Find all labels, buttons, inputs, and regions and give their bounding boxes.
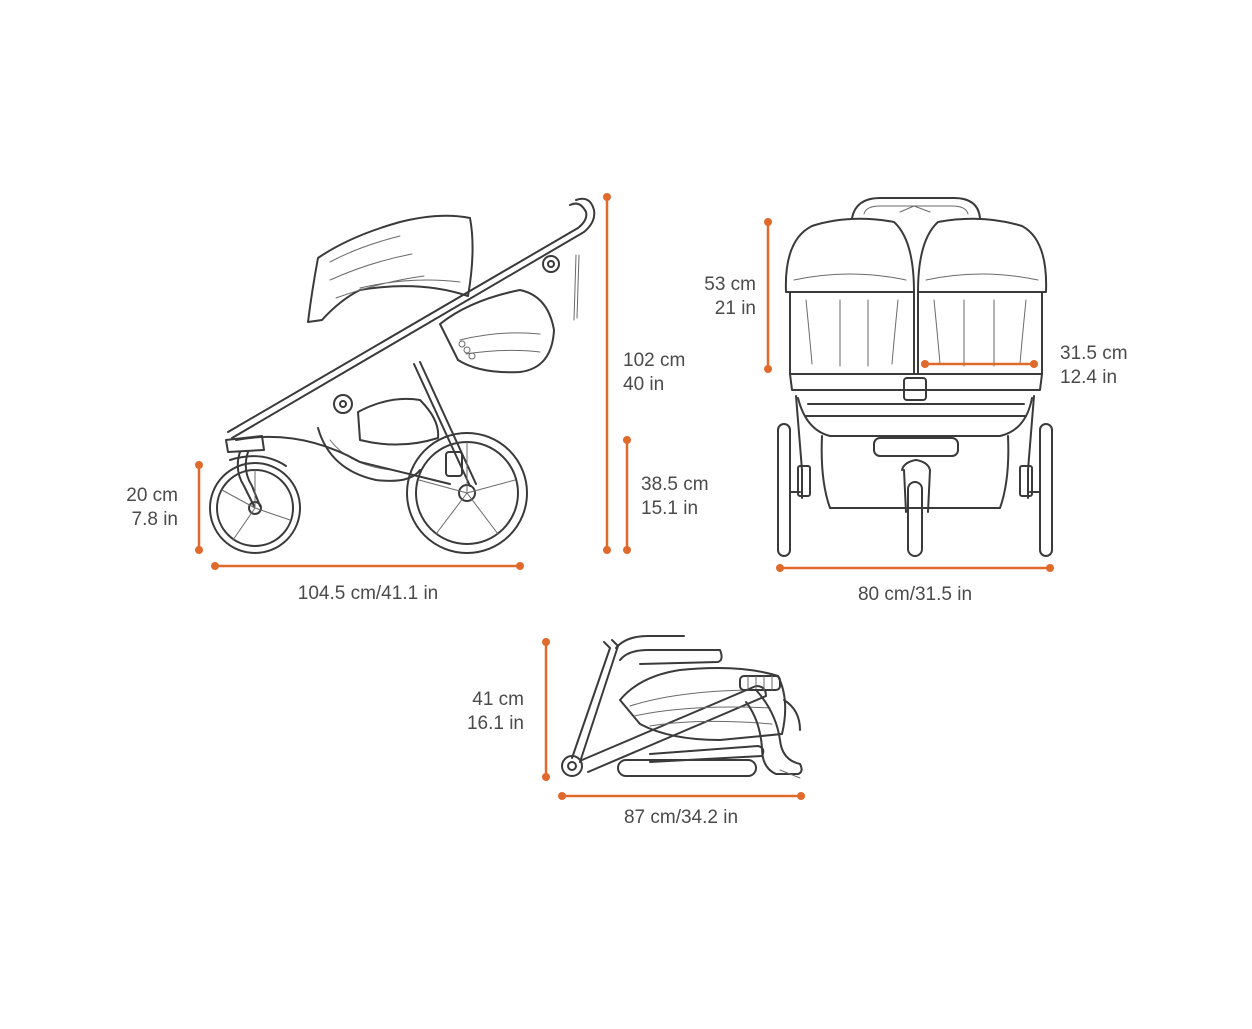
dim-total-height (603, 193, 611, 554)
dim-seat-width (921, 360, 1038, 368)
total-height-in: 40 in (623, 374, 665, 395)
folded-height-in: 16.1 in (466, 713, 524, 734)
side-length-label: 104.5 cm/41.1 in (297, 583, 439, 604)
dim-seat-height (764, 218, 772, 373)
dim-side-length (211, 562, 524, 570)
total-height-label: 102 cm 40 in (623, 349, 713, 397)
seat-height-cm: 53 cm (704, 274, 756, 295)
seat-width-label: 31.5 cm 12.4 in (1060, 342, 1160, 390)
seat-height-label: 53 cm 21 in (676, 273, 756, 321)
front-view-stroller (777, 197, 1053, 557)
handle-height-in: 15.1 in (641, 498, 699, 519)
front-wheel-height-cm: 20 cm (126, 485, 178, 506)
dim-front-wheel-height (195, 461, 203, 554)
total-height-cm: 102 cm (623, 350, 686, 371)
folded-length-label: 87 cm/34.2 in (623, 807, 739, 828)
dim-handle-height (623, 436, 631, 554)
folded-height-label: 41 cm 16.1 in (444, 688, 524, 736)
front-wheel-height-label: 20 cm 7.8 in (96, 484, 178, 532)
front-wheel-height-in: 7.8 in (131, 509, 178, 530)
seat-width-in: 12.4 in (1060, 367, 1118, 388)
folded-stroller (561, 635, 803, 779)
front-width-label: 80 cm/31.5 in (857, 584, 973, 605)
dim-folded-height (542, 638, 550, 781)
dim-folded-length (558, 792, 805, 800)
seat-height-in: 21 in (714, 298, 756, 319)
side-view-stroller (209, 197, 596, 554)
dimension-lines (195, 193, 1054, 800)
handle-height-label: 38.5 cm 15.1 in (641, 473, 731, 521)
handle-height-cm: 38.5 cm (641, 474, 709, 495)
seat-width-cm: 31.5 cm (1060, 343, 1128, 364)
folded-height-cm: 41 cm (472, 689, 524, 710)
dim-front-width (776, 564, 1054, 572)
